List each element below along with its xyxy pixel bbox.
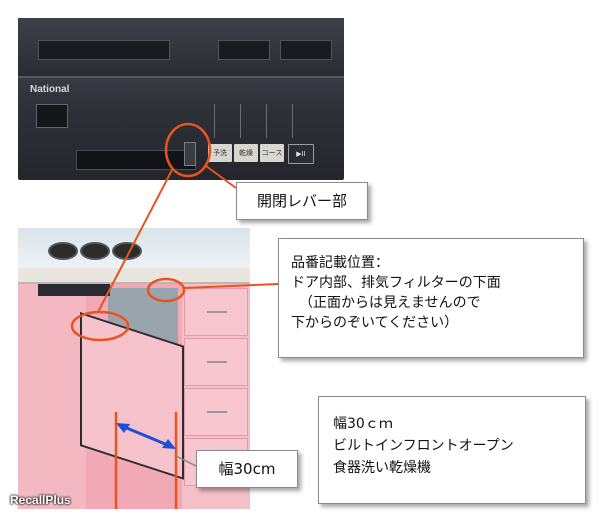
panel-label-column [266,104,285,138]
dishwasher-control-strip [38,284,110,296]
panel-label-column [240,104,259,138]
countertop [18,268,250,284]
panel-button-dry: 乾燥 [234,144,258,162]
control-panel-photo: National 予洗 乾燥 コース ▶II [18,18,344,180]
lever-callout: 開閉レバー部 [236,182,368,220]
width-callout: 幅30cm [196,450,298,488]
part-number-line: ドア内部、排気フィルターの下面 [291,275,501,291]
part-number-line: 下からのぞいてください） [291,315,459,331]
drawer [184,388,248,436]
panel-vent [218,40,270,60]
stove-burner [112,242,142,260]
brand-logo: National [30,84,70,95]
panel-display [36,104,68,128]
panel-button-start: ▶II [288,144,314,164]
watermark: RecallPlus [10,493,71,507]
panel-vent [280,40,332,60]
panel-top-section [18,18,344,78]
spec-line: ビルトインフロントオープン [333,438,514,454]
panel-button-prewash: 予洗 [208,144,232,162]
part-number-callout: 品番記載位置： ドア内部、排気フィルターの下面 （正面からは見えませんので 下か… [278,238,584,358]
stove-burner [80,242,110,260]
panel-label-column [292,104,311,138]
part-number-line: 品番記載位置： [291,255,389,271]
stove-burner [48,242,78,260]
left-cabinet [18,284,88,509]
spec-line: 幅30ｃｍ [333,416,393,432]
panel-vent [38,40,170,60]
spec-line: 食器洗い乾燥機 [333,460,431,476]
panel-button-course: コース [260,144,284,162]
door-slot [76,150,196,170]
open-close-lever [184,142,196,166]
drawer [184,288,248,336]
part-number-line: （正面からは見えませんので [299,295,481,311]
product-spec-callout: 幅30ｃｍ ビルトインフロントオープン 食器洗い乾燥機 [318,396,586,504]
panel-label-column [214,104,233,138]
drawer [184,338,248,386]
